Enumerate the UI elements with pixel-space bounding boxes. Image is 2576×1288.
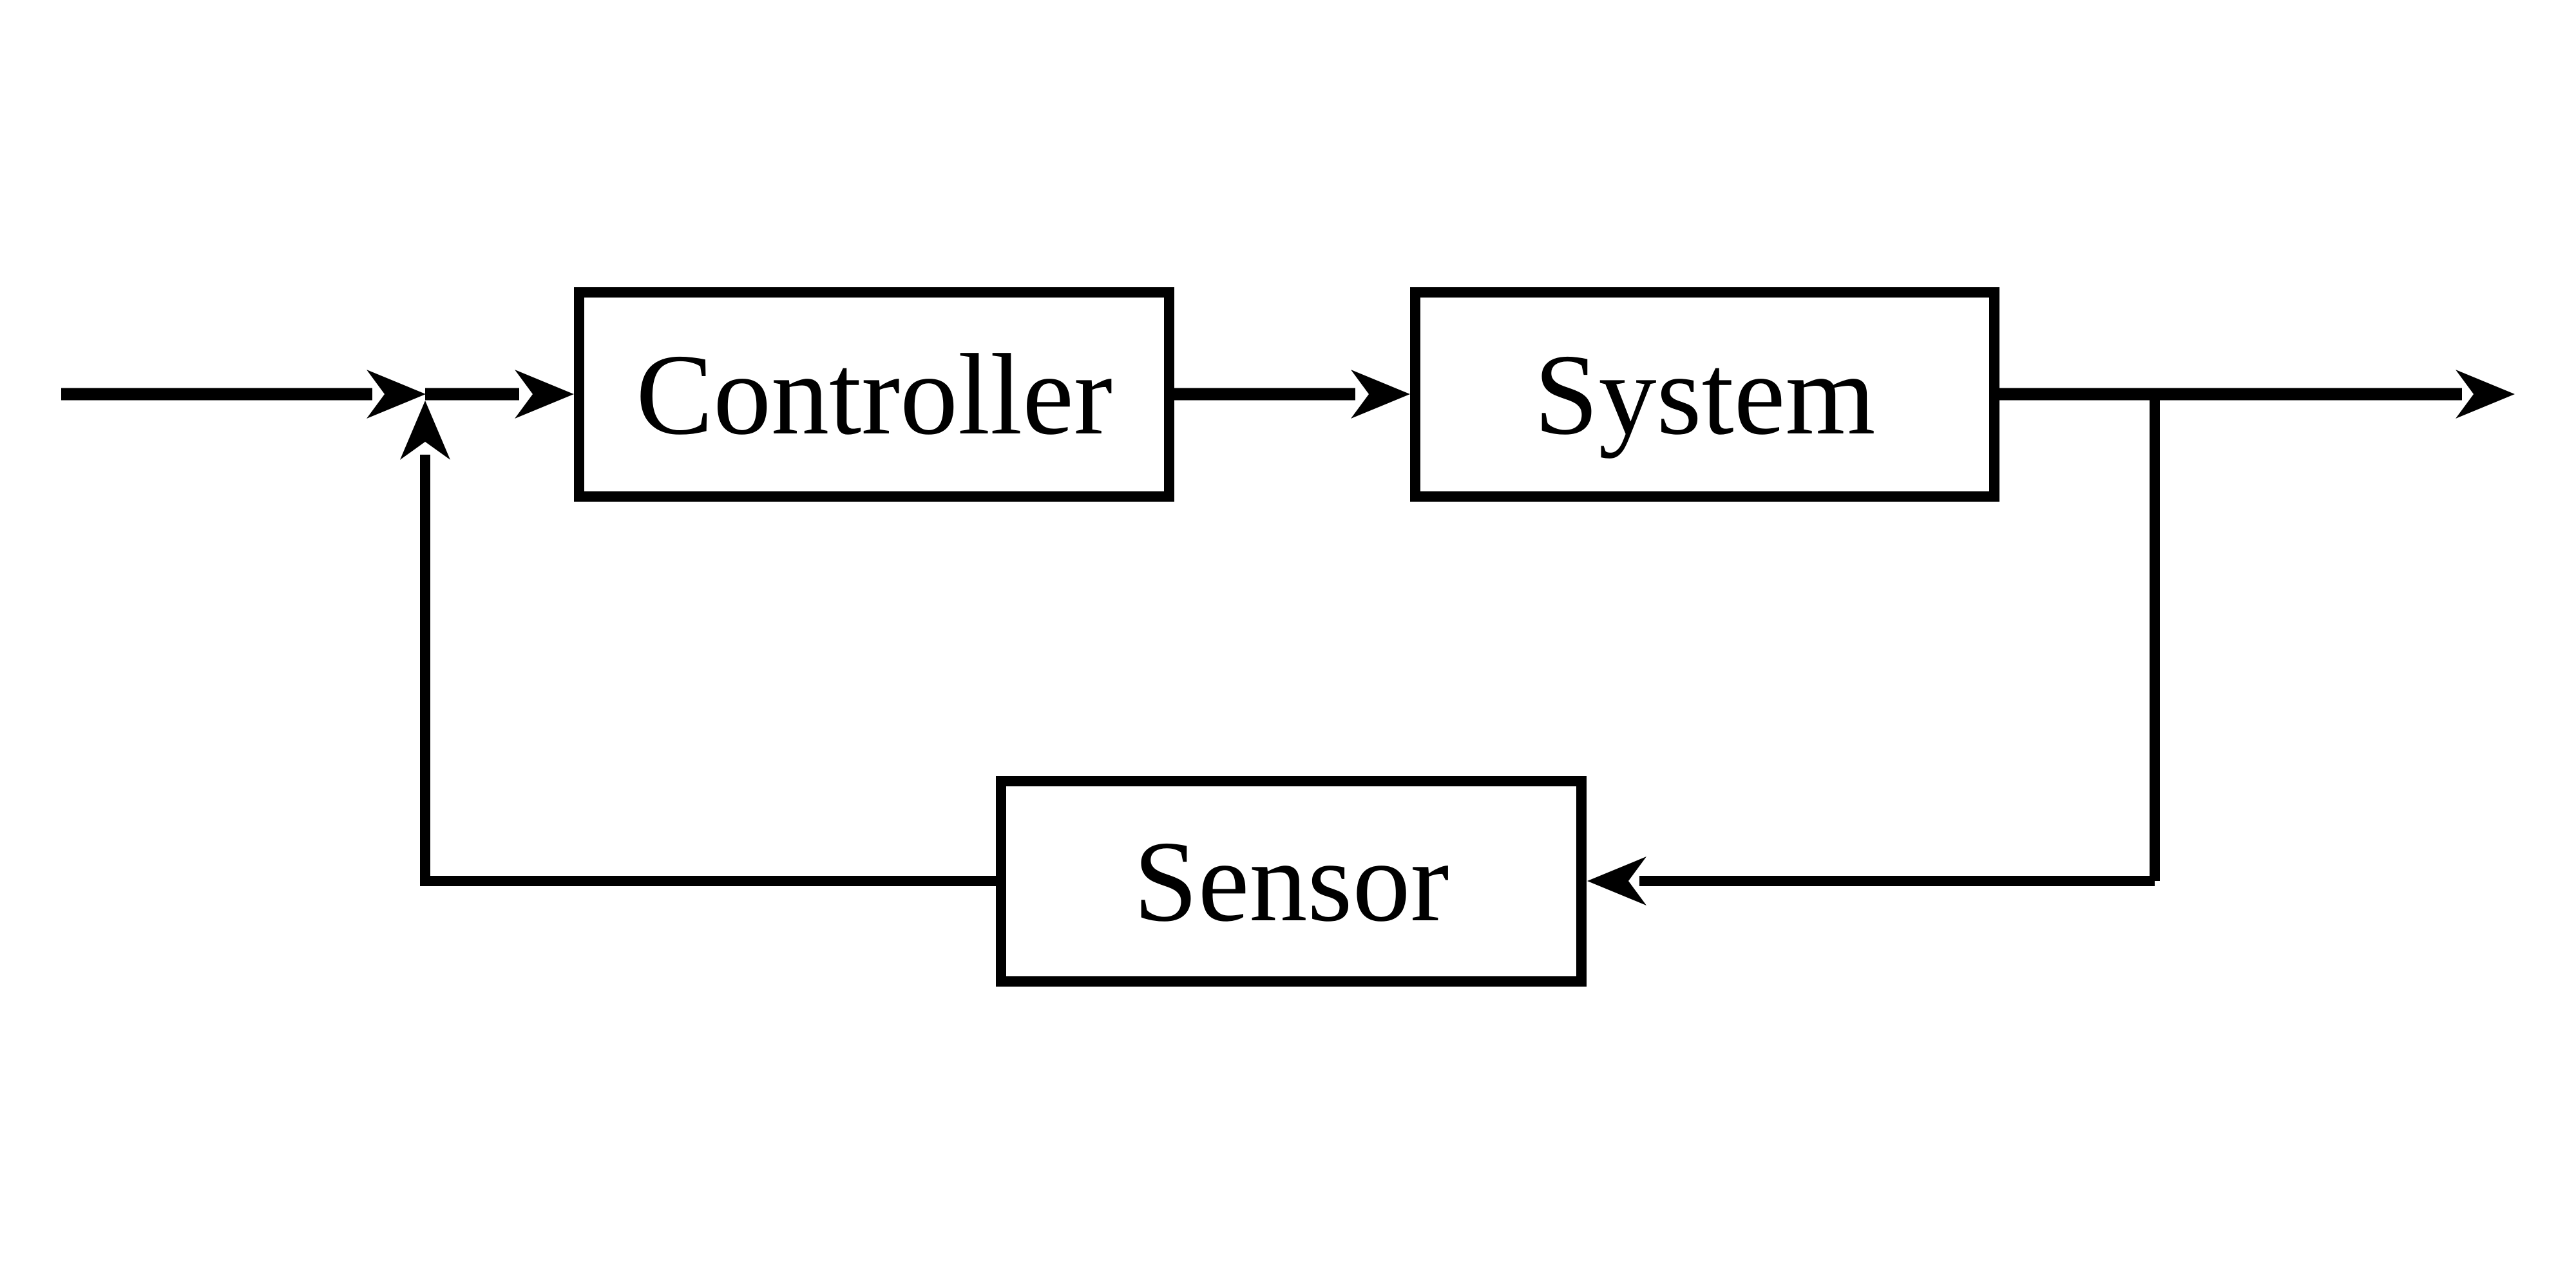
sensor-block-label: Sensor xyxy=(1133,817,1449,945)
system-block: System xyxy=(1410,287,1999,502)
sensor-return-path xyxy=(420,455,996,886)
output-arrowhead-icon xyxy=(2456,370,2515,419)
sensor-block: Sensor xyxy=(996,776,1587,987)
junction-feedback-arrowhead-icon xyxy=(400,401,450,460)
system-block-label: System xyxy=(1534,330,1876,459)
controller-block: Controller xyxy=(574,287,1174,502)
sensor-input-arrowhead-icon xyxy=(1587,857,1646,905)
controller-block-label: Controller xyxy=(636,330,1112,459)
controller-input-arrowhead-icon xyxy=(515,370,574,419)
system-input-arrowhead-icon xyxy=(1351,370,1410,419)
input-arrowhead-icon xyxy=(367,370,426,419)
